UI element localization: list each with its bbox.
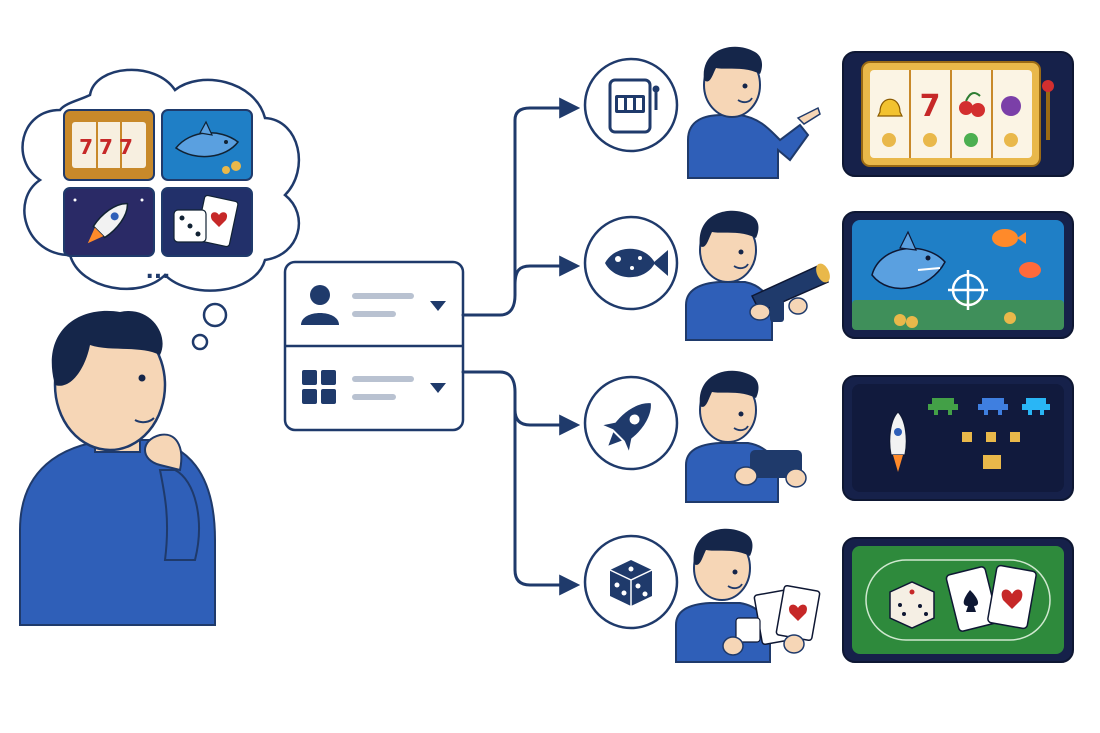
rocket-tile [63, 187, 155, 257]
chevron-down-icon[interactable] [430, 301, 446, 311]
chevron-down-icon[interactable] [430, 383, 446, 393]
placeholder-line [352, 376, 414, 382]
card-table-screen [842, 537, 1074, 663]
ace-hearts-card [987, 564, 1037, 630]
underwater-screen [842, 211, 1074, 339]
person-with-cards [675, 528, 821, 663]
person-with-cannon [685, 210, 830, 341]
crosshair-icon [948, 270, 988, 310]
person-with-phone [685, 370, 807, 503]
placeholder-line [352, 311, 396, 317]
slot-machine-icon [608, 78, 660, 134]
branch-slots[interactable]: 7 [583, 46, 1074, 179]
bubble-dot-large [202, 302, 228, 328]
bubble-dot-small [191, 333, 209, 351]
rocket-icon [87, 202, 129, 244]
user-icon [301, 285, 339, 325]
more-ellipsis: ... [145, 259, 170, 284]
branch-table[interactable] [583, 528, 1074, 663]
person-pointing [687, 46, 821, 179]
grid-icon [302, 370, 336, 404]
invader-blue-icon [978, 398, 1008, 415]
space-invaders-screen [842, 375, 1074, 501]
branch-fishing[interactable] [583, 210, 1074, 341]
selector-card[interactable] [283, 260, 465, 432]
invader-cyan-icon [1022, 398, 1050, 415]
fish-icon [605, 248, 668, 278]
branch-arcade[interactable] [583, 370, 1074, 503]
bell-symbol [877, 98, 903, 117]
ace-spades-card [945, 566, 999, 632]
player-rocket-icon [889, 411, 907, 472]
plum-symbol [1001, 96, 1021, 116]
selector-row-user[interactable] [301, 285, 446, 325]
dice-icon [889, 581, 935, 629]
shark-icon [174, 120, 240, 158]
selector-row-grid[interactable] [302, 370, 446, 404]
slot-machine-tile: 777 [63, 109, 155, 181]
placeholder-line [352, 293, 414, 299]
invader-green-icon [928, 398, 958, 415]
slot-reels-screen: 7 [842, 51, 1074, 177]
connector-lines [461, 97, 581, 596]
shark-icon [871, 230, 946, 290]
seven-symbol: 7 [920, 89, 941, 124]
slot-777-text: 777 [79, 135, 139, 159]
placeholder-line [352, 394, 396, 400]
dice-cards-tile [161, 187, 253, 257]
dice-icon [609, 560, 653, 606]
thinking-person [19, 310, 216, 626]
shark-tile [161, 109, 253, 181]
thought-bubble: 777 [21, 68, 301, 351]
rocket-icon [603, 403, 651, 451]
